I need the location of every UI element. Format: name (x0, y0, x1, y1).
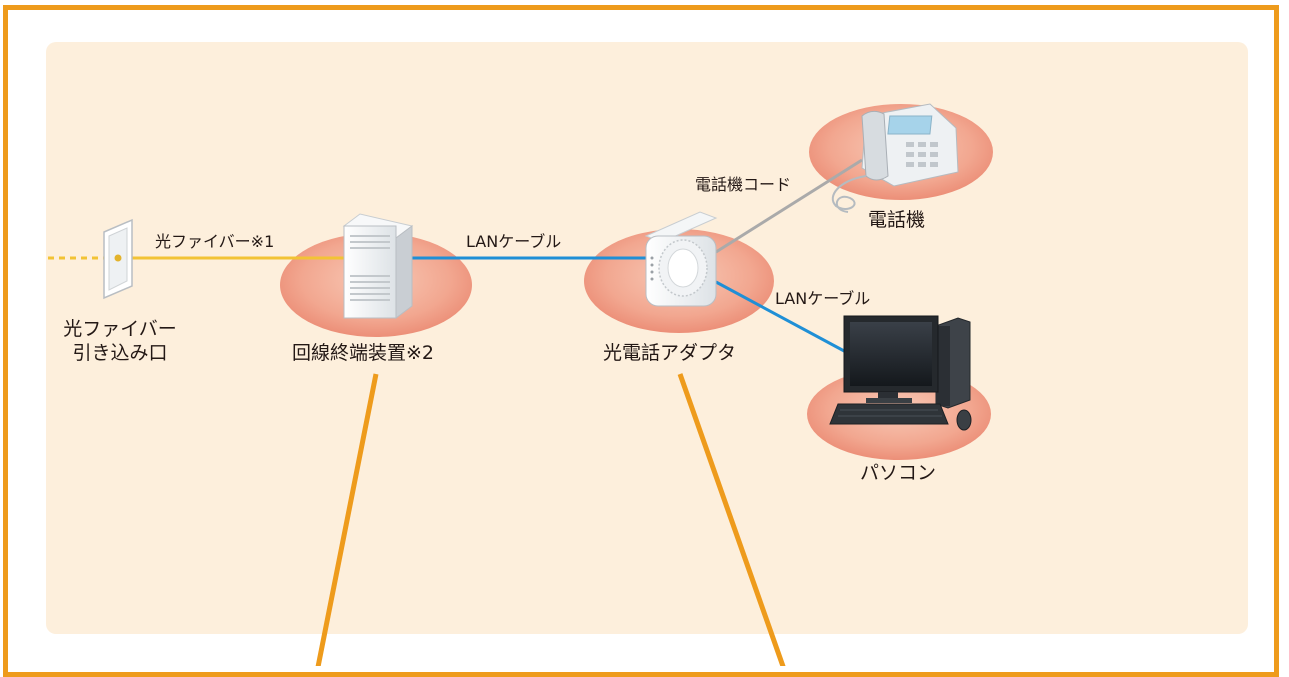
adapter-callout-line (677, 373, 786, 666)
phone-cord-line (715, 158, 863, 254)
lan-cable-line-2 (715, 280, 847, 354)
pc-icon (829, 315, 972, 431)
lan-cable-label-1: LANケーブル (466, 232, 562, 251)
diagram-panel (46, 42, 1248, 634)
onu-device-icon (342, 213, 414, 319)
lan-cable-label-2: LANケーブル (775, 289, 871, 308)
onu-callout-line (315, 373, 379, 666)
pc-label: パソコン (860, 462, 937, 484)
telephone-icon (831, 103, 959, 213)
fiber-outlet-label-line2: 引き込み口 (72, 342, 168, 364)
fiber-outlet-label-line1: 光ファイバー (63, 318, 177, 340)
onu-label: 回線終端装置※2 (292, 342, 435, 364)
fiber-line-label: 光ファイバー※1 (155, 232, 275, 251)
adapter-label: 光電話アダプタ (603, 342, 737, 364)
telephone-label: 電話機 (868, 209, 926, 231)
phone-cord-label: 電話機コード (695, 175, 792, 194)
adapter-device-icon (644, 211, 718, 307)
fiber-outlet-icon (103, 218, 133, 300)
